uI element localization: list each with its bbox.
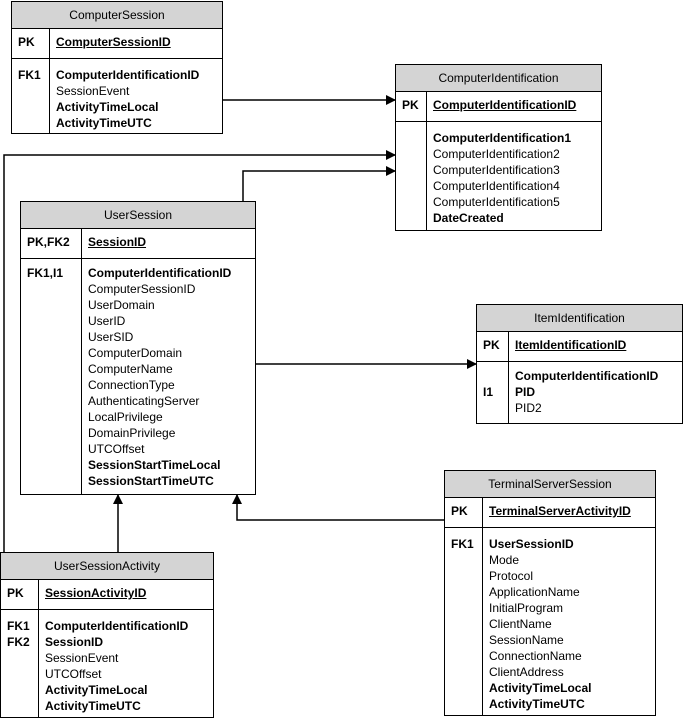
entity-usersessionactivity[interactable]: UserSessionActivity PK SessionActivityID…	[0, 552, 214, 718]
field: Protocol	[489, 569, 534, 583]
pk-key: PK	[12, 29, 50, 58]
field: ConnectionName	[489, 649, 582, 663]
entity-usersession[interactable]: UserSession PK,FK2 SessionID FK1,I1 Comp…	[20, 201, 256, 495]
field: ConnectionType	[88, 378, 175, 392]
field: ActivityTimeLocal	[489, 681, 592, 695]
field: ComputerSessionID	[88, 282, 196, 296]
entity-itemidentification[interactable]: ItemIdentification PK ItemIdentification…	[476, 304, 683, 424]
entity-title: TerminalServerSession	[445, 471, 655, 498]
pk-field: TerminalServerActivityID	[489, 504, 631, 518]
entity-title: UserSessionActivity	[1, 553, 213, 580]
field: ComputerIdentification1	[433, 131, 572, 145]
rel-terminalserversession-usersession	[232, 494, 444, 521]
field: SessionEvent	[56, 84, 130, 98]
key-label: FK1,I1	[27, 266, 64, 280]
field: LocalPrivilege	[88, 410, 163, 424]
field: AuthenticatingServer	[88, 394, 200, 408]
field: UserSessionID	[489, 537, 574, 551]
pk-field: SessionID	[88, 235, 147, 249]
field: ComputerIdentificationID	[45, 619, 189, 633]
key-label: FK1	[451, 537, 474, 551]
field: ClientName	[489, 617, 552, 631]
entity-title: ComputerIdentification	[396, 65, 601, 92]
pk-key: PK	[445, 498, 483, 527]
entity-computeridentification[interactable]: ComputerIdentification PK ComputerIdenti…	[395, 64, 602, 231]
rel-usersession-computeridentification	[242, 166, 396, 201]
field: ActivityTimeUTC	[56, 116, 152, 130]
pk-key: PK	[477, 332, 509, 361]
key-label: FK2	[7, 635, 30, 649]
field: ActivityTimeLocal	[45, 683, 148, 697]
field: ComputerIdentification4	[433, 179, 560, 193]
field: ActivityTimeUTC	[489, 697, 585, 711]
field: SessionStartTimeUTC	[88, 474, 214, 488]
key-label: FK1	[7, 619, 30, 633]
field: SessionName	[489, 633, 564, 647]
entity-computersession[interactable]: ComputerSession PK ComputerSessionID FK1…	[11, 1, 223, 134]
field: ComputerIdentificationID	[515, 369, 659, 383]
pk-key: PK	[1, 580, 39, 609]
pk-field: ItemIdentificationID	[515, 338, 627, 352]
field: ApplicationName	[489, 585, 580, 599]
pk-field: ComputerSessionID	[56, 35, 171, 49]
field: ComputerName	[88, 362, 173, 376]
field: ActivityTimeUTC	[45, 699, 141, 713]
entity-title: ItemIdentification	[477, 305, 682, 332]
field: PID2	[515, 401, 542, 415]
pk-key: PK	[396, 92, 427, 121]
field: ComputerIdentificationID	[88, 266, 232, 280]
field: UTCOffset	[88, 442, 145, 456]
field: SessionID	[45, 635, 104, 649]
entity-title: ComputerSession	[12, 2, 222, 29]
field: ActivityTimeLocal	[56, 100, 159, 114]
field: ComputerIdentification2	[433, 147, 560, 161]
field: Mode	[489, 553, 520, 567]
field: UTCOffset	[45, 667, 102, 681]
field: ComputerDomain	[88, 346, 183, 360]
field: UserSID	[88, 330, 134, 344]
field: ComputerIdentification5	[433, 195, 560, 209]
field: ComputerIdentificationID	[56, 68, 200, 82]
entity-terminalserversession[interactable]: TerminalServerSession PK TerminalServerA…	[444, 470, 656, 716]
field: PID	[515, 385, 536, 399]
entity-title: UserSession	[21, 202, 255, 229]
field: DomainPrivilege	[88, 426, 176, 440]
pk-field: SessionActivityID	[45, 586, 147, 600]
field: UserDomain	[88, 298, 155, 312]
field: DateCreated	[433, 211, 504, 225]
field: ClientAddress	[489, 665, 564, 679]
field: ComputerIdentification3	[433, 163, 560, 177]
field: InitialProgram	[489, 601, 564, 615]
field: SessionStartTimeLocal	[88, 458, 221, 472]
pk-key: PK,FK2	[21, 229, 82, 258]
pk-field: ComputerIdentificationID	[433, 98, 577, 112]
key-label: FK1	[18, 68, 41, 82]
key-label: I1	[483, 385, 494, 399]
field: SessionEvent	[45, 651, 119, 665]
field: UserID	[88, 314, 126, 328]
